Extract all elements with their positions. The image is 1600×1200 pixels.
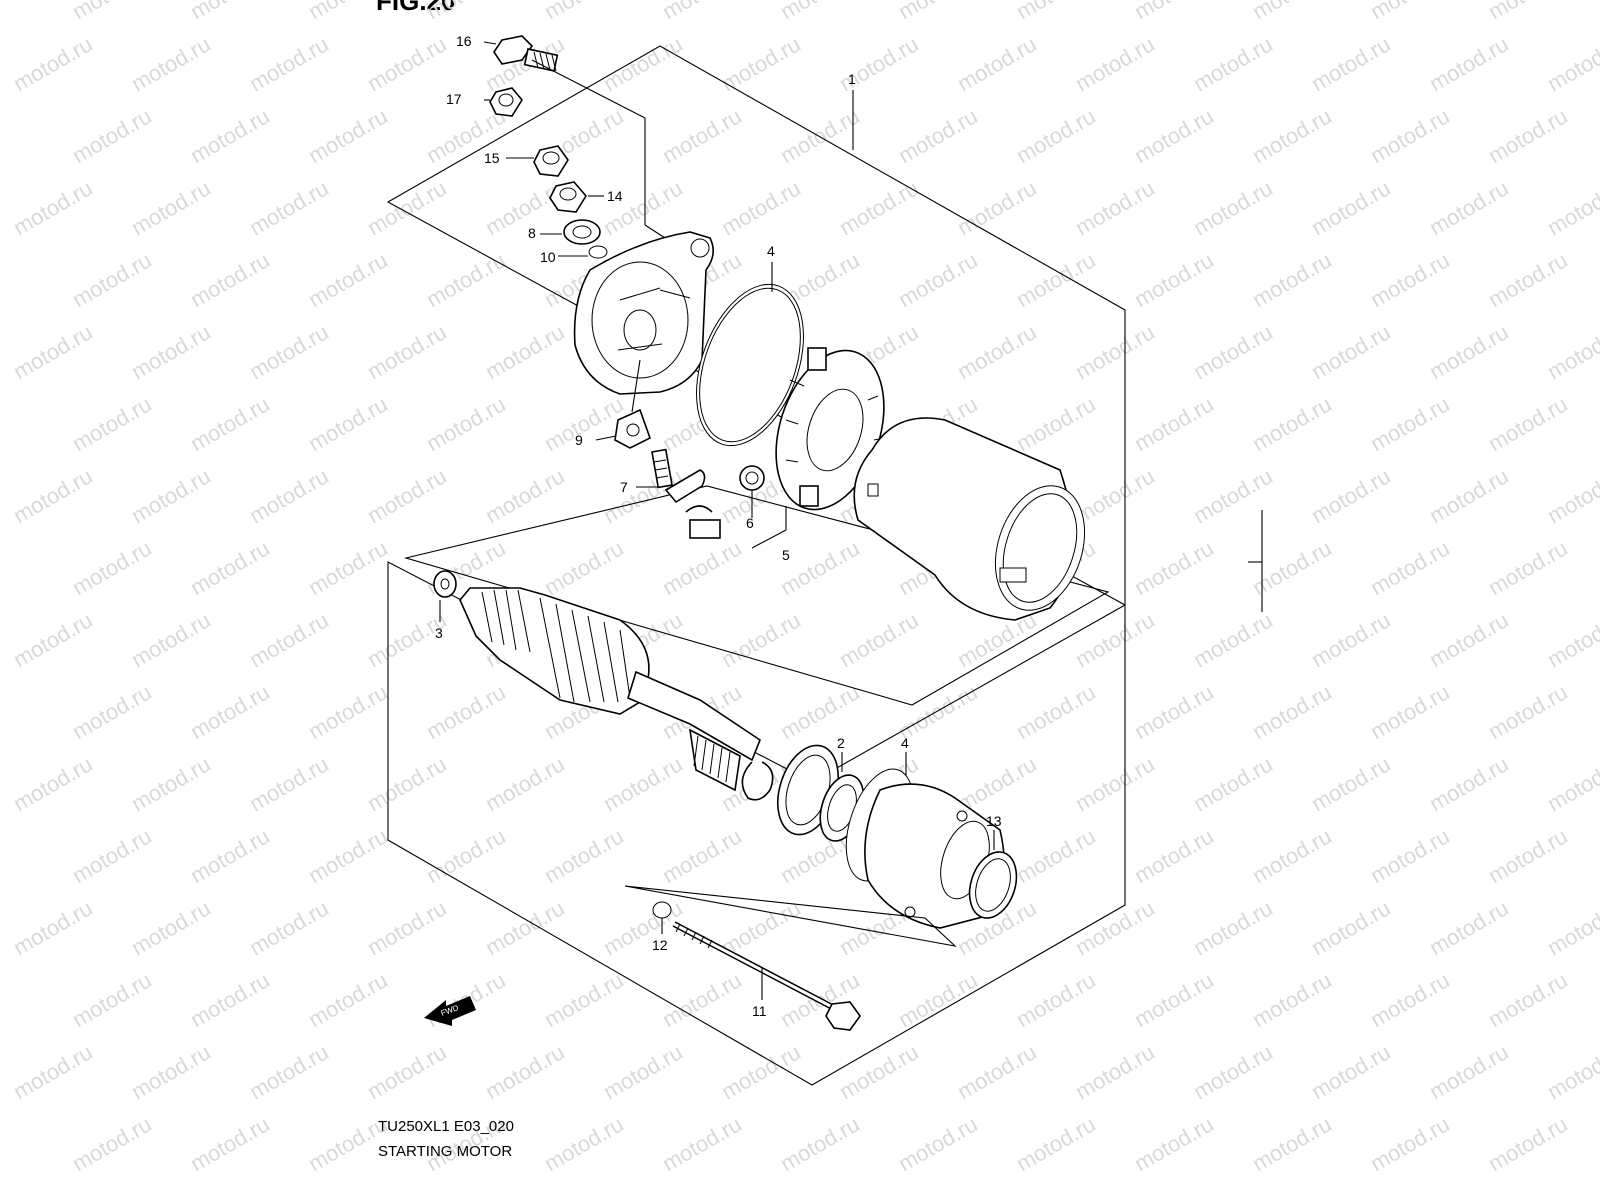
housing-bolt-guide [624,885,957,947]
brush-plate-5 [775,347,885,511]
callout-12: 12 [652,937,668,953]
housing-group-outline [403,485,1110,706]
flange-bolt-16 [493,35,666,239]
leader-lines [439,41,995,1000]
diagram-title: STARTING MOTOR [378,1143,513,1160]
callout-16: 16 [456,33,472,49]
o-ring-12 [652,901,672,919]
rear-end-cover [573,231,714,395]
housing-bolt-11 [672,921,861,1031]
callout-15: 15 [484,150,500,166]
callout-4-lower: 4 [901,735,909,751]
o-ring-4-upper-inner [699,287,801,443]
callout-7: 7 [620,479,628,495]
callout-14: 14 [607,188,623,204]
callout-10: 10 [540,249,556,265]
nut-14 [549,181,587,213]
callout-5: 5 [782,547,790,563]
callout-13: 13 [986,813,1002,829]
nut-17 [489,87,523,117]
nut-15 [533,145,569,177]
callout-numbers: 1 2 3 4 4 5 6 7 8 9 10 11 12 13 14 15 16… [435,33,1002,1019]
callout-11: 11 [752,1003,767,1019]
model-code: TU250XL1 E03_020 [378,1118,514,1135]
figure-label: FIG.20 [376,0,456,16]
callout-8: 8 [528,225,536,241]
armature [459,587,761,792]
o-ring-10 [588,245,608,259]
callout-17: 17 [446,91,462,107]
callout-2: 2 [837,735,845,751]
assembly-outline [386,45,1126,1086]
washer-8 [563,219,601,245]
callout-3: 3 [435,625,443,641]
terminal-plate-9 [614,359,651,449]
yoke-housing [853,417,1086,621]
snap-ring [741,761,774,801]
o-ring-13 [968,851,1018,919]
bearing-6 [739,465,765,491]
terminal-bolt-7 [651,448,721,539]
callout-6: 6 [746,515,754,531]
callout-9: 9 [575,432,583,448]
washer-3 [433,570,457,598]
fwd-arrow-icon: FWD [424,996,476,1026]
callout-4-upper: 4 [767,243,775,259]
callout-1: 1 [848,71,856,87]
